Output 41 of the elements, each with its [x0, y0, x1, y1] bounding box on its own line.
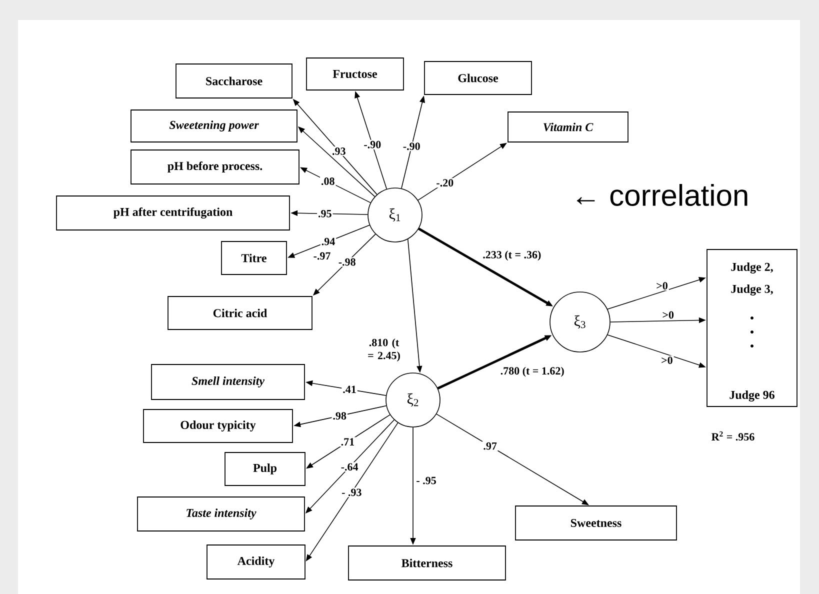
variable-box: Smell intensity [151, 364, 305, 400]
edge-label: -.90 [364, 140, 381, 148]
edge-label: -.64 [341, 463, 358, 471]
edge-label: .233 (t = .36) [483, 250, 541, 261]
edge-label: >0 [656, 282, 668, 290]
variable-box: Taste intensity [137, 496, 305, 532]
edge-label: -.98 [338, 258, 356, 266]
edge-label: .810 (t = 2.45) [368, 338, 400, 362]
edge-label: >0 [662, 311, 674, 319]
variable-box: pH after centrifugation [56, 196, 290, 230]
edge-label: .71 [341, 438, 354, 446]
variable-box: pH before process. [130, 150, 300, 184]
variable-box: Pulp [224, 452, 306, 486]
edge-label: .98 [333, 412, 346, 420]
coefficient-label: R$^{2}$ = .956 [712, 431, 754, 441]
annotation: ← correlation [576, 184, 748, 206]
variable-box: Bitterness [348, 546, 506, 580]
variable-box: Vitamin C [508, 112, 628, 142]
edge-label: .97 [484, 442, 497, 450]
edge-label: .08 [322, 178, 334, 186]
edge-label: .93 [332, 148, 346, 155]
variable-box: Acidity [206, 544, 306, 580]
edge-label: .95 [318, 210, 332, 218]
edge-label: .41 [343, 386, 356, 394]
variable-box: Glucose [424, 61, 532, 95]
edge-label: .94 [322, 238, 335, 246]
variable-box: Citric acid [168, 296, 312, 330]
edge-label: .780 (t = 1.62) [500, 366, 564, 377]
variable-box: Sweetness [515, 506, 677, 540]
judges-box: Judge 2, Judge 3, Judge 96 [706, 249, 798, 407]
edge-label: -.20 [436, 179, 454, 187]
edge-label: - .93 [342, 488, 362, 496]
variable-box: Titre [221, 241, 287, 275]
variable-box: Saccharose [176, 64, 292, 98]
variable-box: Odour typicity [143, 409, 293, 443]
variable-box: Sweetening power [130, 110, 298, 142]
variable-box: Fructose [306, 58, 404, 90]
edge-label: -.90 [403, 142, 420, 150]
coefficient-label: -.97 [314, 252, 330, 260]
edge-label: >0 [662, 356, 672, 364]
edge-label: - .95 [416, 476, 436, 484]
